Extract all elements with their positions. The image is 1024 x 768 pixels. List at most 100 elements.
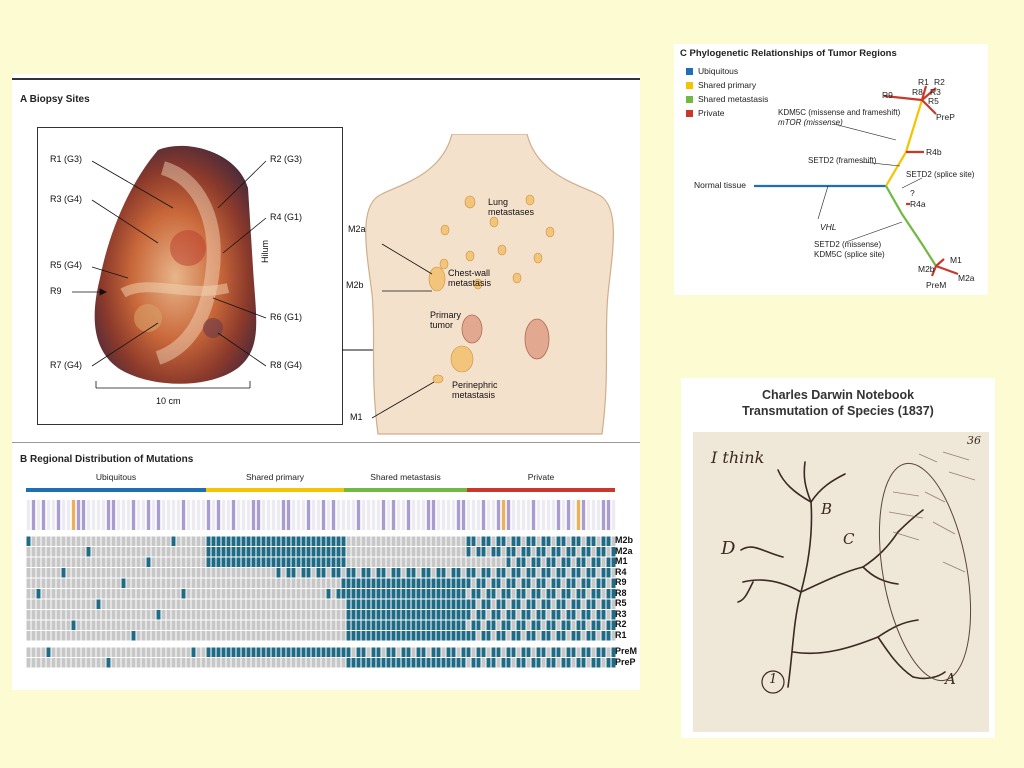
heatmap-cell [451, 578, 456, 588]
heatmap-cell [336, 658, 341, 668]
heatmap-cell [366, 658, 371, 668]
heatmap-cell [146, 658, 151, 668]
heatmap-cell [311, 578, 316, 588]
heatmap-cell [611, 557, 616, 567]
heatmap-cell [421, 610, 426, 620]
heatmap-cell [481, 547, 486, 557]
heatmap-cell [146, 647, 151, 657]
heatmap-cell [116, 647, 121, 657]
heatmap-cell [146, 568, 151, 578]
heatmap-cell [421, 547, 426, 557]
heatmap-cell [501, 536, 506, 546]
heatmap-cell [36, 557, 41, 567]
heatmap-cell [476, 589, 481, 599]
heatmap-cell [521, 557, 526, 567]
heatmap-cell [141, 610, 146, 620]
heatmap-cell [571, 547, 576, 557]
heatmap-cell [286, 647, 291, 657]
heatmap-cell [461, 620, 466, 630]
heatmap-cell [561, 536, 566, 546]
heatmap-cell [341, 589, 346, 599]
heatmap-cell [316, 589, 321, 599]
heatmap-cell [66, 620, 71, 630]
heatmap-cell [226, 658, 231, 668]
heatmap-cell [71, 620, 76, 630]
heatmap-cell [246, 536, 251, 546]
heatmap-cell [461, 658, 466, 668]
heatmap-cell [446, 536, 451, 546]
heatmap-cell [496, 547, 501, 557]
heatmap-cell [101, 568, 106, 578]
heatmap-cell [476, 620, 481, 630]
heatmap-cell [326, 536, 331, 546]
heatmap-cell [36, 631, 41, 641]
heatmap-cell [601, 557, 606, 567]
heatmap-cell [126, 647, 131, 657]
heatmap-cell [96, 647, 101, 657]
heatmap-cell [401, 658, 406, 668]
heatmap-cell [26, 610, 31, 620]
heatmap-cell [391, 547, 396, 557]
heatmap-cell [166, 610, 171, 620]
heatmap-cell [431, 631, 436, 641]
heatmap-cell [566, 536, 571, 546]
heatmap-cell [506, 536, 511, 546]
heatmap-cell [331, 658, 336, 668]
heatmap-cell [206, 610, 211, 620]
heatmap-cell [306, 647, 311, 657]
heatmap-cell [151, 578, 156, 588]
heatmap-cell [246, 578, 251, 588]
heatmap-cell [306, 658, 311, 668]
heatmap-cell [541, 568, 546, 578]
heatmap-cell [276, 647, 281, 657]
heatmap-cell [551, 547, 556, 557]
heatmap-cell [441, 610, 446, 620]
heatmap-cell [521, 536, 526, 546]
heatmap-cell [221, 536, 226, 546]
heatmap-cell [186, 631, 191, 641]
heatmap-cell [481, 631, 486, 641]
heatmap-cell [556, 589, 561, 599]
heatmap-cell [176, 589, 181, 599]
heatmap-cell [476, 547, 481, 557]
heatmap-cell [131, 658, 136, 668]
heatmap-cell [311, 589, 316, 599]
heatmap-cell [446, 578, 451, 588]
heatmap-cell [241, 647, 246, 657]
heatmap-cell [486, 610, 491, 620]
tree-leaf-m2b: M2b [918, 264, 935, 274]
heatmap-cell [461, 610, 466, 620]
label-lung-metastases: Lung metastases [488, 197, 535, 217]
heatmap-cell [226, 589, 231, 599]
heatmap-cell [131, 631, 136, 641]
heatmap-cell [551, 536, 556, 546]
heatmap-cell [391, 578, 396, 588]
heatmap-cell [351, 536, 356, 546]
heatmap-cell [76, 631, 81, 641]
heatmap-cell [291, 578, 296, 588]
heatmap-cell [211, 658, 216, 668]
heatmap-cell [451, 631, 456, 641]
heatmap-cell [396, 610, 401, 620]
heatmap-cell [121, 647, 126, 657]
heatmap-cell [421, 557, 426, 567]
heatmap-cell [341, 599, 346, 609]
tree-label-kdm5c-splice: KDM5C (splice site) [814, 250, 885, 259]
heatmap-cell [91, 620, 96, 630]
heatmap-cell [411, 610, 416, 620]
heatmap-cell [211, 578, 216, 588]
heatmap-cell [566, 647, 571, 657]
heatmap-cell [601, 568, 606, 578]
heatmap-cell [226, 631, 231, 641]
heatmap-cell [296, 547, 301, 557]
heatmap-cell [371, 610, 376, 620]
heatmap-cell [266, 547, 271, 557]
heatmap-cell [76, 547, 81, 557]
heatmap-cell [156, 631, 161, 641]
heatmap-cell [186, 557, 191, 567]
heatmap-cell [521, 610, 526, 620]
heatmap-cell [41, 578, 46, 588]
tree-leaf-m2a: M2a [958, 273, 975, 283]
heatmap-cell [106, 599, 111, 609]
heatmap-cell [201, 536, 206, 546]
